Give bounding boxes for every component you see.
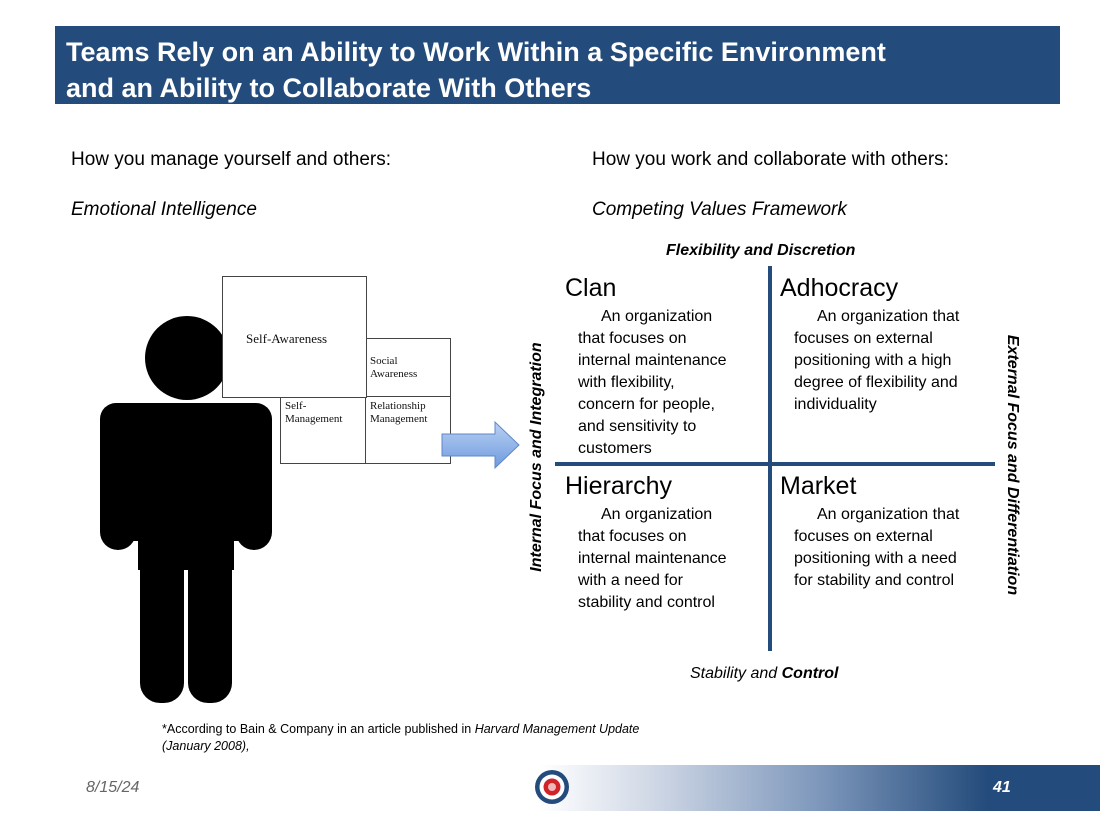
clan-line-7: customers xyxy=(578,440,652,457)
right-axis-label: External Focus and Differentiation xyxy=(1004,334,1021,596)
footnote-prefix: *According to Bain & Company in an artic… xyxy=(162,722,475,736)
hierarchy-line-4: with a need for xyxy=(578,572,683,589)
right-arrow-icon xyxy=(441,420,520,470)
relationship-management-label: Relationship Management xyxy=(370,400,427,426)
bottom-axis-bold: Control xyxy=(781,665,839,682)
adhocracy-line-3: positioning with a high xyxy=(794,352,952,369)
footnote-line-2: (January 2008), xyxy=(162,739,250,753)
market-line-1: An organization that xyxy=(817,506,960,523)
social-awareness-line-2: Awareness xyxy=(370,368,418,380)
roundel-logo-icon xyxy=(535,770,569,804)
social-awareness-line-1: Social xyxy=(370,355,398,367)
hierarchy-line-5: stability and control xyxy=(578,594,715,611)
footnote-line-1: *According to Bain & Company in an artic… xyxy=(162,721,722,738)
adhocracy-line-1: An organization that xyxy=(817,308,960,325)
bottom-axis-regular: Stability and xyxy=(690,665,782,682)
slide-title-line-2: and an Ability to Collaborate With Other… xyxy=(66,73,592,103)
quadrant-title-adhocracy: Adhocracy xyxy=(780,274,899,302)
clan-line-3: internal maintenance xyxy=(578,352,727,369)
ei-vertical-divider xyxy=(365,338,451,464)
adhocracy-line-5: individuality xyxy=(794,396,877,413)
footer-bar xyxy=(540,765,1100,811)
footnote: *According to Bain & Company in an artic… xyxy=(162,721,722,755)
title-bar: Teams Rely on an Ability to Work Within … xyxy=(55,26,1060,104)
right-subheading: Competing Values Framework xyxy=(592,199,847,220)
footer-date: 8/15/24 xyxy=(86,779,140,796)
slide-title: Teams Rely on an Ability to Work Within … xyxy=(66,34,1056,106)
self-awareness-label: Self-Awareness xyxy=(246,331,328,346)
left-subheading: Emotional Intelligence xyxy=(71,199,257,220)
page-number: 41 xyxy=(993,779,1011,796)
hierarchy-line-2: that focuses on xyxy=(578,528,687,545)
top-axis-label: Flexibility and Discretion xyxy=(666,242,856,259)
market-line-3: positioning with a need xyxy=(794,550,957,567)
quadrant-desc-hierarchy: An organization that focuses on internal… xyxy=(578,504,763,614)
self-management-line-2: Management xyxy=(285,413,343,425)
clan-line-2: that focuses on xyxy=(578,330,687,347)
clan-line-1: An organization xyxy=(601,308,713,325)
self-management-line-1: Self- xyxy=(285,400,307,412)
quadrant-desc-market: An organization that focuses on external… xyxy=(794,504,994,592)
market-line-2: focuses on external xyxy=(794,528,933,545)
right-heading: How you work and collaborate with others… xyxy=(592,149,949,170)
quadrant-desc-adhocracy: An organization that focuses on external… xyxy=(794,306,994,416)
adhocracy-line-2: focuses on external xyxy=(794,330,933,347)
self-management-label: Self- Management xyxy=(285,400,342,426)
clan-line-5: concern for people, xyxy=(578,396,715,413)
quadrant-title-clan: Clan xyxy=(565,274,617,302)
footnote-source: Harvard Management Update xyxy=(474,722,640,736)
slide-title-line-1: Teams Rely on an Ability to Work Within … xyxy=(66,37,886,67)
social-awareness-label: Social Awareness xyxy=(370,355,417,381)
quadrant-title-market: Market xyxy=(780,472,857,500)
horizontal-axis-line xyxy=(555,462,995,466)
quadrant-title-hierarchy: Hierarchy xyxy=(565,472,672,500)
clan-line-4: with flexibility, xyxy=(578,374,675,391)
hierarchy-line-3: internal maintenance xyxy=(578,550,727,567)
left-axis-label: Internal Focus and Integration xyxy=(528,342,545,572)
bottom-axis-label: Stability and Control xyxy=(690,665,838,683)
person-silhouette-icon xyxy=(100,316,272,703)
left-heading: How you manage yourself and others: xyxy=(71,149,392,170)
market-line-4: for stability and control xyxy=(794,572,955,589)
adhocracy-line-4: degree of flexibility and xyxy=(794,374,958,391)
vertical-axis-line xyxy=(768,266,772,651)
self-awareness-box: Self-Awareness xyxy=(222,276,367,398)
hierarchy-line-1: An organization xyxy=(601,506,713,523)
quadrant-desc-clan: An organization that focuses on internal… xyxy=(578,306,763,460)
relationship-management-line-1: Relationship xyxy=(370,400,426,412)
clan-line-6: and sensitivity to xyxy=(578,418,697,435)
relationship-management-line-2: Management xyxy=(370,413,428,425)
